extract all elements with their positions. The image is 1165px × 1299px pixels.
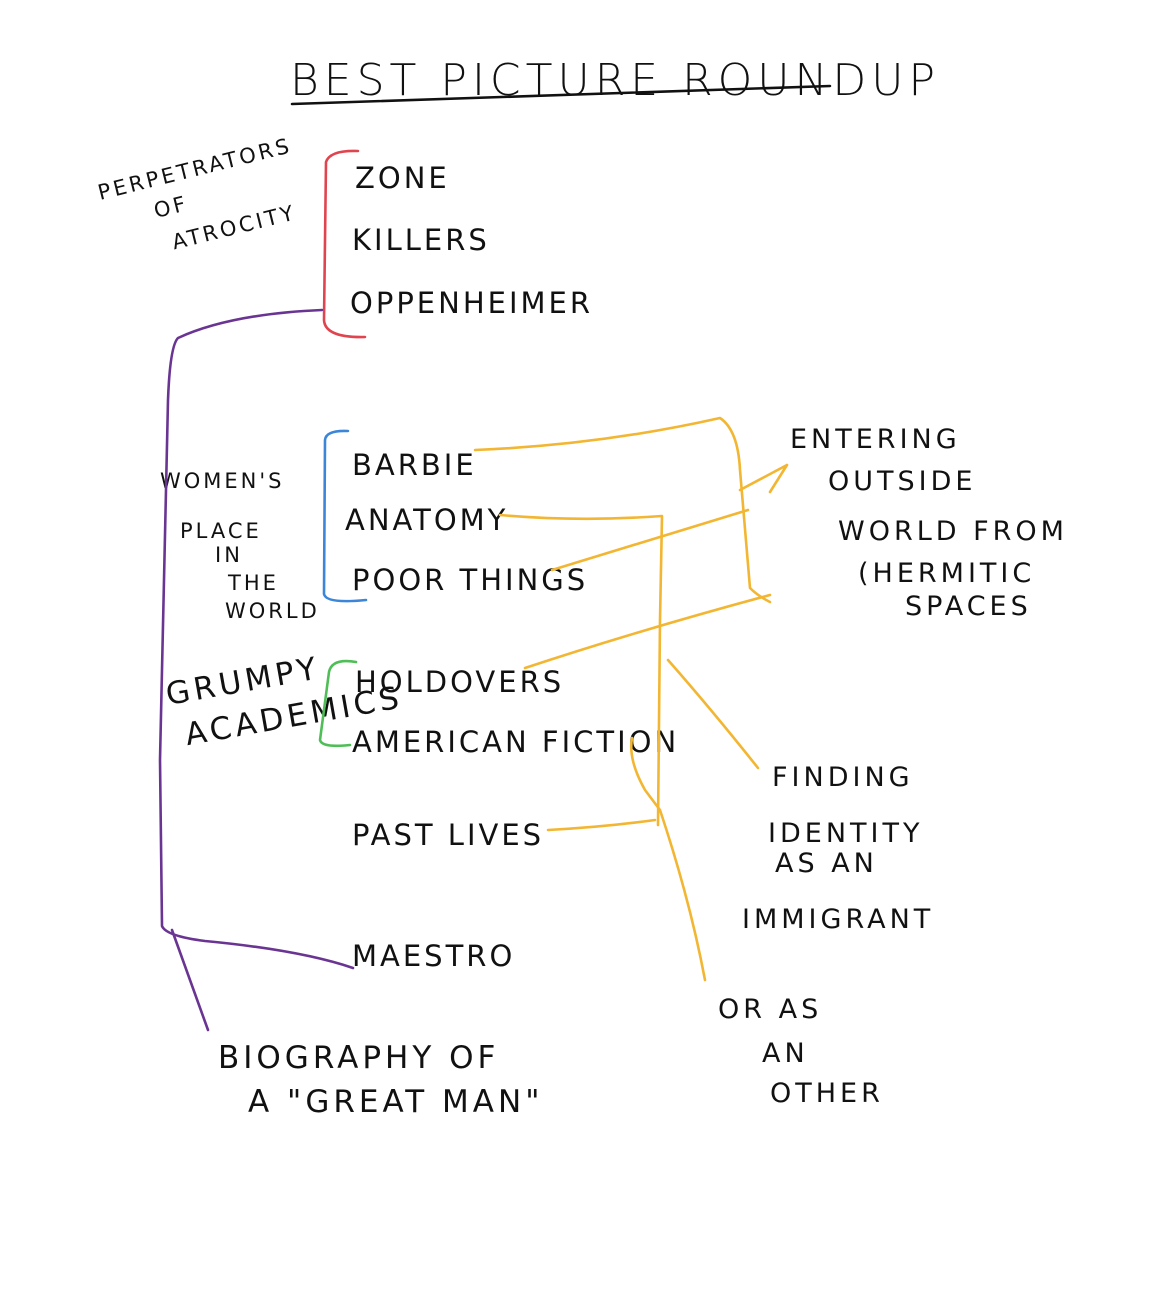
- theme-other: or as an other: [718, 994, 884, 1109]
- connector-american-fiction-other: [630, 736, 707, 982]
- title-group: Best Picture Roundup: [290, 55, 940, 106]
- film-maestro: Maestro: [352, 939, 515, 973]
- theme-identity-line-3: as an: [775, 848, 878, 879]
- category-womens-place-line-5: world: [225, 599, 320, 623]
- bracket-womens-place: [322, 429, 368, 603]
- category-womens-place-line-2: place: [180, 519, 262, 543]
- theme-other-line-2: an: [762, 1038, 809, 1069]
- theme-entering-line-3: world from: [838, 516, 1068, 547]
- category-womens-place: Women's place in the world: [160, 429, 368, 623]
- connector-biography-spine: [158, 308, 355, 970]
- film-anatomy: Anatomy: [345, 503, 508, 537]
- theme-identity-line-1: Finding: [772, 762, 914, 793]
- theme-entering-line-5: spaces: [905, 591, 1032, 622]
- connector-holdovers-entering: [523, 593, 772, 670]
- category-womens-place-line-3: in: [215, 543, 243, 567]
- theme-identity-label: Finding identity as an immigrant: [742, 762, 936, 935]
- film-zone: Zone: [355, 161, 450, 195]
- category-biography-label: Biography of a "Great man": [218, 1040, 543, 1120]
- category-biography: Biography of a "Great man": [158, 308, 543, 1120]
- theme-entering-line-1: Entering: [790, 424, 961, 455]
- category-biography-line-1: Biography of: [218, 1040, 499, 1076]
- theme-identity: Finding identity as an immigrant: [742, 762, 936, 935]
- bracket-perpetrators: [322, 149, 367, 339]
- film-poor-things: Poor Things: [352, 563, 588, 597]
- connector-biography-pointer: [170, 928, 210, 1032]
- category-perpetrators-label: Perpetrators of Atrocity: [95, 131, 319, 269]
- film-barbie: Barbie: [352, 448, 477, 482]
- connector-barbie-entering: [473, 416, 772, 604]
- category-womens-place-label: Women's place in the world: [160, 469, 320, 623]
- title-underline: [290, 84, 832, 106]
- theme-entering: Entering outside world from (hermitic sp…: [790, 424, 1081, 622]
- film-list: Zone Killers Oppenheimer Barbie Anatomy …: [345, 161, 679, 973]
- connector-anatomy-identity: [498, 513, 664, 827]
- theme-entering-line-4: (hermitic: [858, 558, 1035, 589]
- arrow-entering: [738, 463, 789, 494]
- theme-identity-line-4: immigrant: [742, 904, 934, 935]
- connector-past-lives-identity: [546, 818, 657, 832]
- film-american-fiction: American Fiction: [352, 725, 679, 759]
- film-killers: Killers: [352, 223, 490, 257]
- film-oppenheimer: Oppenheimer: [350, 286, 593, 320]
- theme-other-label: or as an other: [718, 994, 884, 1109]
- bracket-grumpy: [318, 659, 358, 748]
- theme-other-line-1: or as: [718, 994, 822, 1025]
- category-perpetrators-line-2: of: [151, 191, 190, 223]
- theme-entering-label: Entering outside world from (hermitic sp…: [790, 424, 1081, 622]
- connector-poor-things-entering: [550, 508, 750, 572]
- connector-identity-pointer: [666, 658, 760, 770]
- category-perpetrators-line-3: Atrocity: [170, 200, 299, 254]
- theme-connectors: [473, 416, 789, 982]
- category-perpetrators-line-1: Perpetrators: [95, 133, 294, 204]
- category-womens-place-line-1: Women's: [160, 469, 285, 493]
- film-past-lives: Past Lives: [352, 818, 544, 852]
- page-title: Best Picture Roundup: [290, 55, 940, 106]
- theme-other-line-3: other: [770, 1078, 884, 1109]
- theme-identity-line-2: identity: [768, 818, 923, 849]
- theme-entering-line-2: outside: [828, 466, 976, 497]
- film-holdovers: Holdovers: [355, 665, 564, 699]
- category-perpetrators: Perpetrators of Atrocity: [95, 131, 367, 339]
- category-biography-line-2: a "Great man": [248, 1084, 543, 1120]
- category-womens-place-line-4: the: [227, 571, 279, 595]
